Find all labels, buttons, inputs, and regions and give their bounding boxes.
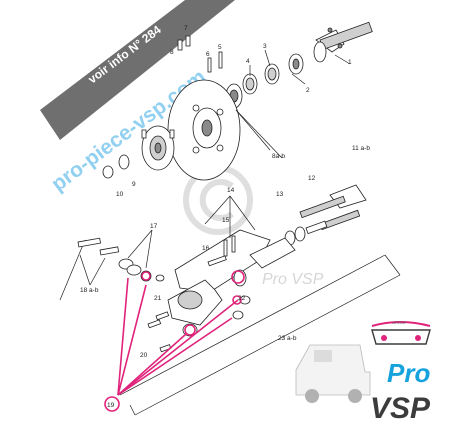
caliper-bracket-and-pins — [284, 184, 367, 246]
logo-line1: Pro — [387, 358, 430, 388]
label-13: 13 — [276, 191, 284, 198]
label-8: 8 — [170, 49, 174, 56]
label-7: 7 — [184, 25, 188, 32]
hub-bolts — [177, 35, 283, 159]
provsp-logo: GROUP Pro VSP — [370, 320, 431, 425]
label-14: 14 — [227, 187, 235, 194]
label-9: 9 — [132, 181, 136, 188]
logo-tag: GROUP — [392, 320, 407, 325]
label-10: 10 — [116, 191, 124, 198]
label-17: 17 — [150, 223, 158, 230]
label-18: 18 a-b — [80, 287, 99, 294]
caliper-carrier — [174, 195, 296, 293]
label-19: 19 — [107, 402, 115, 409]
label-15: 15 — [222, 217, 230, 224]
label-3: 3 — [263, 43, 267, 50]
seals-and-springs — [118, 229, 165, 282]
part-labels: 1 2 3 4 5 6 7 8 8a-b 9 10 11 a-b 12 13 1… — [80, 25, 370, 409]
label-20: 20 — [140, 352, 148, 359]
label-11: 11 a-b — [352, 145, 370, 152]
label-4: 4 — [246, 58, 250, 65]
label-6: 6 — [206, 51, 210, 58]
label-12: 12 — [308, 175, 316, 182]
label-8ab: 8a-b — [272, 153, 285, 160]
highlight-callouts-19 — [104, 270, 245, 412]
label-22: 22 — [238, 295, 246, 302]
assembly-guide-lines — [59, 239, 401, 416]
brake-disc — [167, 79, 241, 181]
small-pins-20-21 — [147, 311, 172, 353]
bearing-parts — [225, 49, 306, 109]
label-21: 21 — [154, 295, 162, 302]
label-23: 23 a-b — [278, 335, 297, 342]
watermark-center: Pro VSP — [262, 271, 324, 288]
van-illustration — [295, 344, 371, 403]
label-2: 2 — [306, 87, 310, 94]
label-16: 16 — [202, 245, 210, 252]
logo-line2: VSP — [370, 392, 431, 425]
stub-axle-part-1 — [313, 21, 373, 65]
label-5: 5 — [218, 44, 222, 51]
wheel-hub — [102, 125, 175, 179]
mounting-bolts-18 — [77, 237, 120, 286]
label-1: 1 — [348, 59, 352, 66]
